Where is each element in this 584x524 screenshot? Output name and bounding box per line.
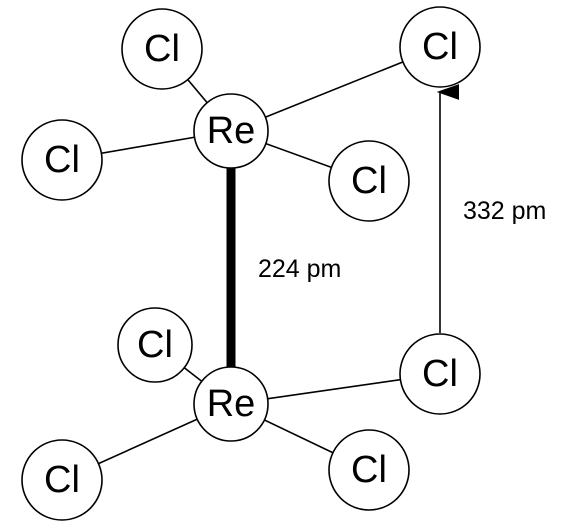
re-re-distance-label: 224 pm	[258, 255, 341, 283]
atom-label: Cl	[351, 160, 387, 202]
atom-label: Cl	[351, 449, 387, 491]
atom-cl-top-left: Cl	[21, 119, 103, 201]
atoms: Cl Cl Cl Re Cl Cl Cl Re	[21, 6, 481, 521]
atom-label: Cl	[144, 28, 180, 70]
atom-cl-top-right-far: Cl	[399, 6, 481, 88]
atom-label: Cl	[137, 324, 173, 366]
atom-label: Re	[207, 383, 256, 425]
atom-cl-bottom-right-far: Cl	[399, 333, 481, 415]
atom-label: Cl	[44, 139, 80, 181]
atom-cl-bottom-left-up: Cl	[117, 307, 193, 383]
atom-cl-top-left-up: Cl	[121, 8, 203, 90]
atom-label: Cl	[422, 353, 458, 395]
atom-re-top: Re	[193, 93, 269, 169]
cl-cl-distance-label: 332 pm	[463, 197, 546, 225]
atom-cl-bottom-right: Cl	[328, 429, 410, 511]
atom-label: Cl	[422, 26, 458, 68]
atom-label: Re	[207, 110, 256, 152]
atom-label: Cl	[44, 459, 80, 501]
atom-cl-bottom-left: Cl	[21, 439, 103, 521]
atom-cl-top-right: Cl	[328, 140, 410, 222]
atom-re-bottom: Re	[193, 366, 269, 442]
